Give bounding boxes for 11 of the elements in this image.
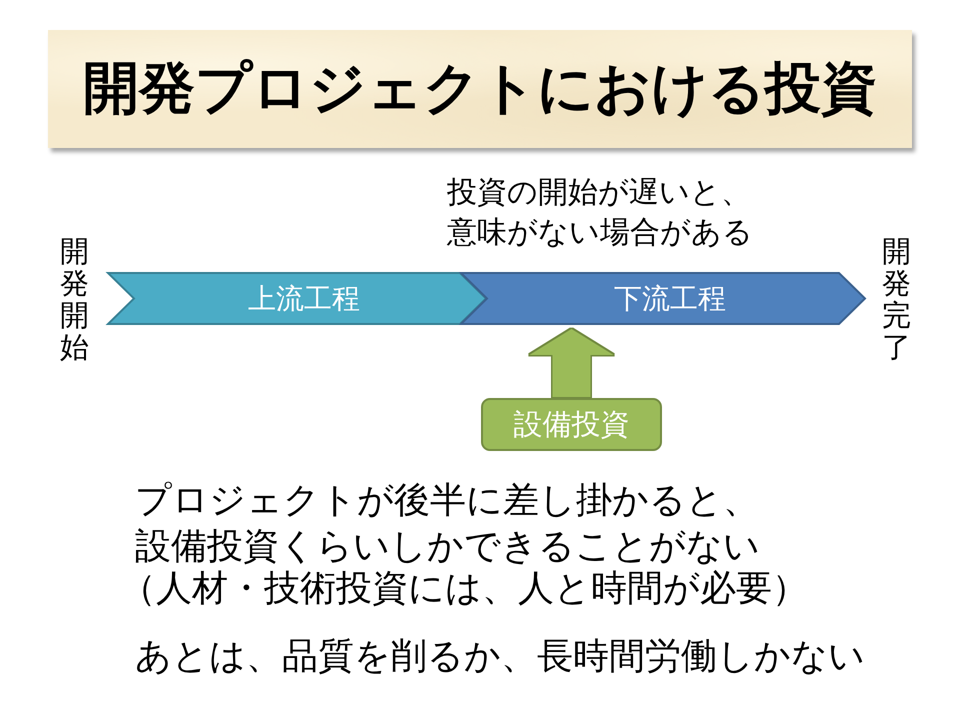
process-chevron: 上流工程 bbox=[107, 272, 487, 325]
title: 開発プロジェクトにおける投資 bbox=[48, 30, 912, 148]
block-arrow bbox=[530, 329, 614, 397]
note-text: 投資の開始が遅いと、意味がない場合がある bbox=[447, 174, 754, 252]
milestone-label: 開発完了 bbox=[882, 236, 911, 364]
milestone-label: 開発開始 bbox=[60, 236, 89, 364]
body-text: （人材・技術投資には、人と時間が必要） bbox=[120, 567, 808, 611]
body-text: あとは、品質を削るか、長時間労働しかない bbox=[135, 635, 865, 679]
process-box: 設備投資 bbox=[481, 398, 662, 451]
body-text: プロジェクトが後半に差し掛かると、設備投資くらいしかできることがない bbox=[135, 479, 761, 569]
process-chevron: 下流工程 bbox=[460, 272, 866, 325]
